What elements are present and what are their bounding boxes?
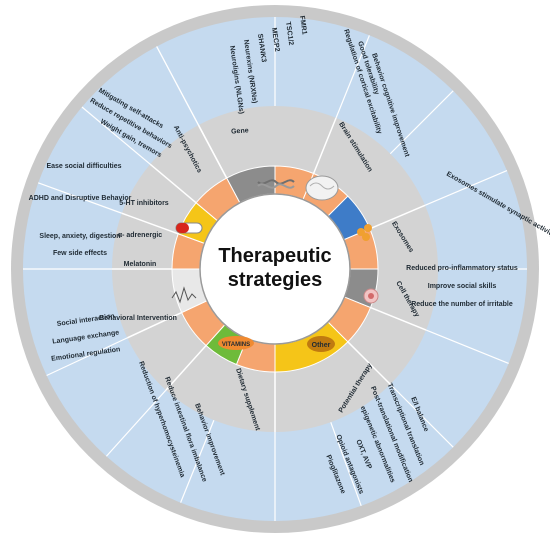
band-divider <box>46 337 128 377</box>
band-divider <box>425 329 509 364</box>
vitamins-label: VITAMINS <box>222 342 250 348</box>
band-divider <box>156 46 200 126</box>
exosome-icon <box>357 224 372 241</box>
gene-item: MECP2 <box>270 27 280 52</box>
cell-item: Reduce the number of irritable <box>411 301 513 308</box>
other-pill-icon: Other <box>307 336 335 352</box>
center-title-line2: strategies <box>228 269 323 291</box>
melatonin-item: Few side effects <box>53 250 107 257</box>
category-label-behavioral: Behavioral Intervention <box>99 315 177 322</box>
gene-item: SHANK3 <box>256 33 267 63</box>
band-divider <box>180 419 215 503</box>
vitamins-icon: VITAMINS <box>218 336 254 350</box>
gene-item: TSC1/2 <box>284 21 294 46</box>
category-label-melatonin: Melatonin <box>124 261 157 268</box>
category-divider <box>121 212 179 235</box>
category-label-gene: Gene <box>231 127 249 135</box>
category-divider <box>165 345 207 391</box>
brain-icon <box>305 175 339 201</box>
band-divider <box>424 169 508 206</box>
gene-item: FMR1 <box>298 15 308 35</box>
center-title-line1: Therapeutic <box>218 245 331 267</box>
category-divider <box>369 204 426 230</box>
band-divider <box>37 182 123 214</box>
capsule-icon <box>175 222 203 234</box>
category-label-ht5: 5-HT inhibitors <box>119 200 168 207</box>
category-divider <box>370 306 427 331</box>
band-divider <box>105 389 167 457</box>
other-pill-label: Other <box>312 342 331 349</box>
band-divider <box>389 383 454 448</box>
category-divider <box>312 117 337 174</box>
category-divider <box>149 163 197 204</box>
category-divider <box>126 311 182 339</box>
melatonin-item: Sleep, anxiety, digestion <box>39 233 120 240</box>
band-divider <box>389 90 454 155</box>
band-divider <box>330 421 362 507</box>
alpha-item: ADHD and Disruptive Behavior <box>29 195 132 202</box>
cell-item: Improve social skills <box>428 283 497 290</box>
category-divider <box>347 341 391 385</box>
blue-band-dividers <box>23 17 527 521</box>
band-divider <box>81 106 151 165</box>
cell-item: Reduced pro-inflammatory status <box>406 265 518 272</box>
waveform-icon <box>171 286 197 304</box>
band-divider <box>335 35 370 119</box>
center-circle <box>199 193 351 345</box>
ht5-item: Ease social difficulties <box>46 163 121 170</box>
category-ring-dividers <box>112 117 427 432</box>
dna-icon <box>257 179 295 189</box>
category-divider <box>197 124 228 179</box>
category-label-alpha: α- adrenergic <box>118 232 162 239</box>
cell-icon <box>363 288 379 304</box>
